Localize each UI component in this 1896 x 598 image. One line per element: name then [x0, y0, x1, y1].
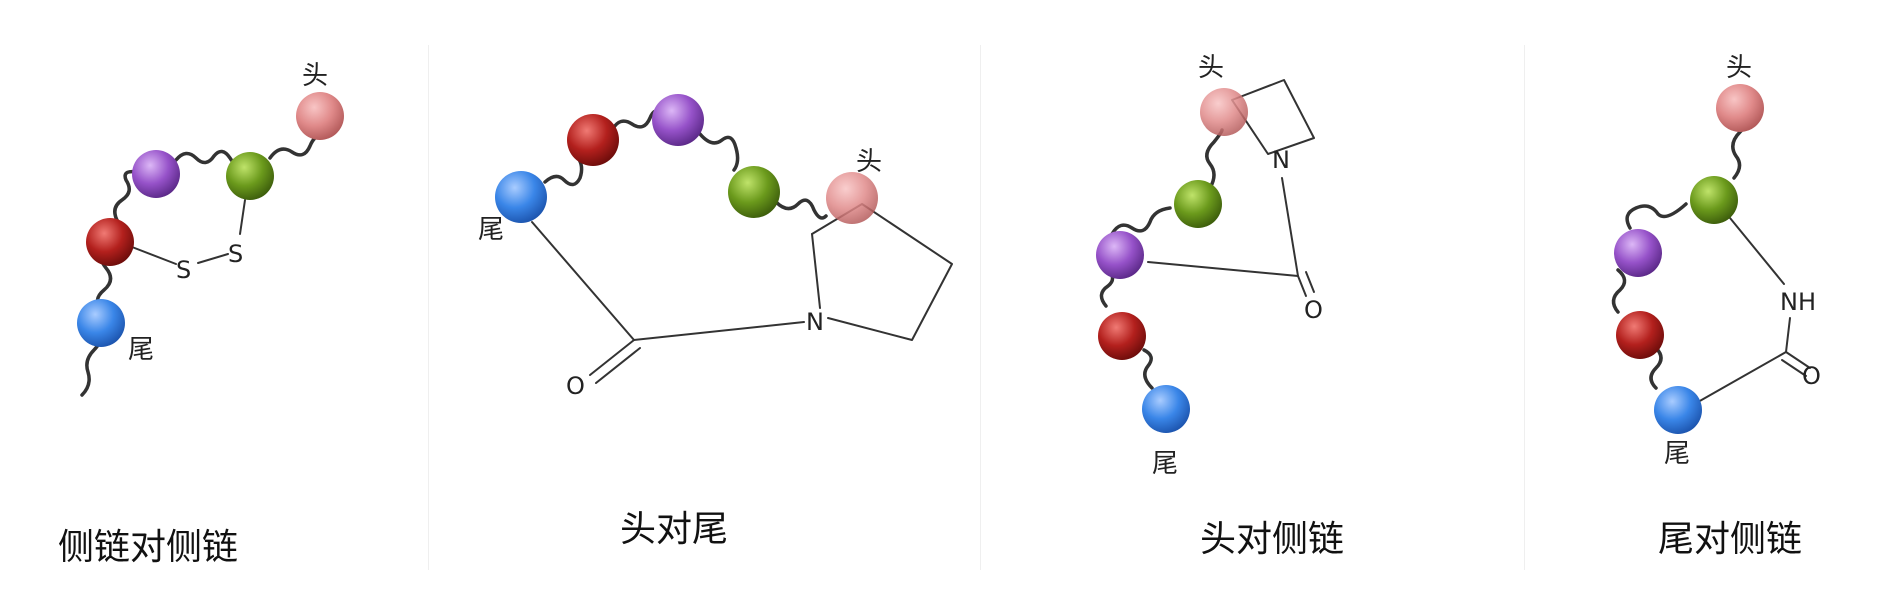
carbonyl-bond-2: [1781, 359, 1807, 377]
residue-purple: [1614, 229, 1662, 277]
residue-green: [728, 166, 780, 218]
panel-divider-3: [1524, 45, 1525, 570]
chain-link-3-4: [698, 132, 740, 172]
residue-tail-blue: [1654, 386, 1702, 434]
chain-link-3-4: [1625, 202, 1688, 230]
carbonyl-bond-2: [1305, 271, 1315, 293]
carbonyl-bond-1: [1785, 351, 1811, 369]
pyrrolidine-ring: [1231, 79, 1315, 155]
chain-link-2-3: [113, 169, 138, 224]
nitrogen-atom: N: [806, 308, 824, 336]
oxygen-atom: O: [566, 372, 585, 400]
residue-head-pink: [1200, 88, 1248, 136]
tail-label: 尾: [1152, 449, 1178, 479]
panel-tail-to-side-chain: NH O 头 尾: [1611, 53, 1821, 469]
carbonyl-bond-1: [589, 339, 635, 376]
chain-link-1-2: [1649, 346, 1663, 390]
tail-label: 尾: [128, 335, 154, 365]
head-label: 头: [302, 61, 328, 91]
residue-tail-blue: [495, 171, 547, 223]
tail-label: 尾: [478, 215, 504, 245]
nh-to-carbon-bond: [1785, 317, 1791, 353]
chain-link-4-5: [774, 198, 828, 220]
oxygen-atom: O: [1304, 296, 1323, 324]
residue-red: [86, 218, 134, 266]
residue-red: [567, 114, 619, 166]
chain-link-1-2: [543, 156, 584, 187]
disulfide-bond-ss: [197, 253, 229, 264]
residue-head-pink: [1716, 84, 1764, 132]
amide-bond-tail: [531, 221, 635, 341]
residue-tail-blue: [1142, 385, 1190, 433]
chain-link-4-5: [1205, 128, 1224, 190]
caption-head-to-side-chain: 头对侧链: [1200, 519, 1345, 560]
sulfur-atom-1: S: [176, 256, 191, 284]
residue-tail-blue: [77, 299, 125, 347]
ring-bond-nitrogen: [811, 233, 821, 309]
residue-purple: [1096, 231, 1144, 279]
panel-head-to-side-chain: N O 头 尾: [1096, 53, 1323, 479]
nh-group: NH: [1780, 288, 1816, 316]
chain-link-1-2: [1142, 348, 1154, 390]
oxygen-atom: O: [1802, 362, 1821, 390]
residue-red: [1098, 312, 1146, 360]
caption-tail-to-side-chain: 尾对侧链: [1658, 519, 1803, 560]
residue-green: [1690, 176, 1738, 224]
amide-bond-n: [633, 321, 805, 341]
pyrrolidine-ring: [811, 203, 953, 341]
chain-link-3-4: [1110, 206, 1172, 236]
residue-red: [1616, 311, 1664, 359]
head-label: 头: [1726, 53, 1752, 83]
caption-head-to-tail: 头对尾: [620, 509, 729, 550]
nitrogen-atom: N: [1272, 146, 1290, 174]
chain-link-2-3: [1611, 268, 1627, 314]
residue-head-pink: [296, 92, 344, 140]
side-chain-bond: [1147, 261, 1299, 277]
head-label: 头: [1198, 53, 1224, 83]
panel-head-to-tail: N O 头 尾: [478, 94, 953, 400]
disulfide-bond-green: [239, 199, 246, 235]
carbon-to-tail-bond: [1697, 351, 1787, 403]
n-to-carbonyl-bond: [1281, 177, 1299, 277]
panel-divider-1: [428, 45, 429, 570]
panel-side-chain-to-side-chain: S S 头 尾: [77, 61, 344, 397]
sulfur-atom-2: S: [228, 240, 243, 268]
residue-purple: [652, 94, 704, 146]
green-to-nh-bond: [1729, 217, 1785, 285]
tail-label: 尾: [1664, 439, 1690, 469]
caption-side-chain-to-side-chain: 侧链对侧链: [58, 527, 239, 568]
disulfide-bond-red: [131, 246, 177, 265]
residue-purple: [132, 150, 180, 198]
carbonyl-bond-1: [1297, 275, 1307, 297]
panel-divider-2: [980, 45, 981, 570]
residue-green: [1174, 180, 1222, 228]
head-label: 头: [856, 147, 882, 177]
residue-green: [226, 152, 274, 200]
residue-head-pink: [826, 172, 878, 224]
carbonyl-bond-2: [595, 347, 641, 384]
